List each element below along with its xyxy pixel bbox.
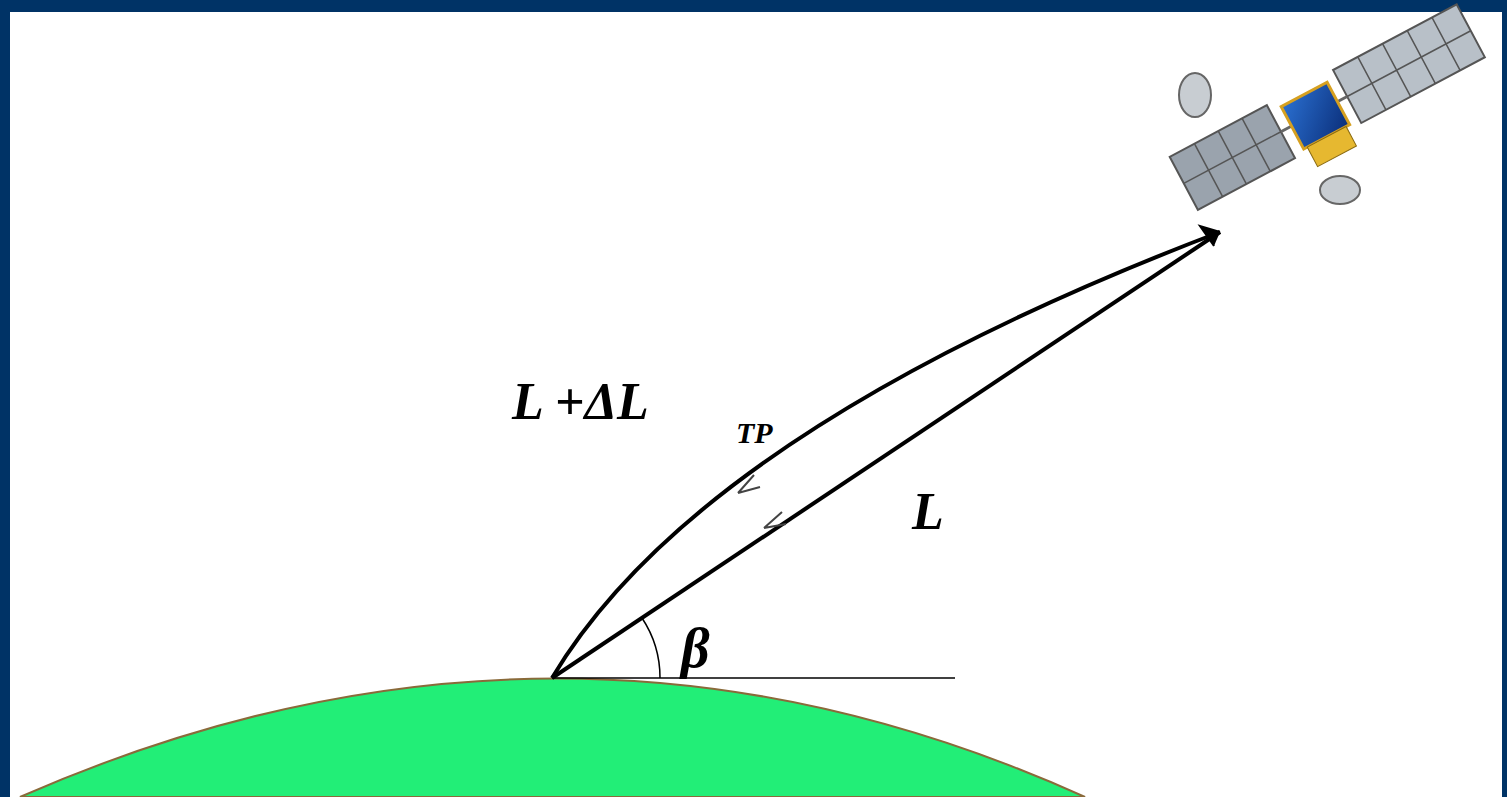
label: β [681,620,710,676]
arrow-head [764,512,786,528]
refracted-path [552,232,1220,678]
apex [1200,226,1220,246]
earth [20,679,1085,797]
label: L [912,486,944,538]
satellite [1170,4,1494,225]
horizon-line [552,677,955,679]
label: TP [736,418,773,448]
panel [10,12,1502,797]
label: L +ΔL [512,376,649,428]
arrow-head [738,475,760,493]
angle-arc [642,618,660,678]
direct-path [552,232,1220,678]
